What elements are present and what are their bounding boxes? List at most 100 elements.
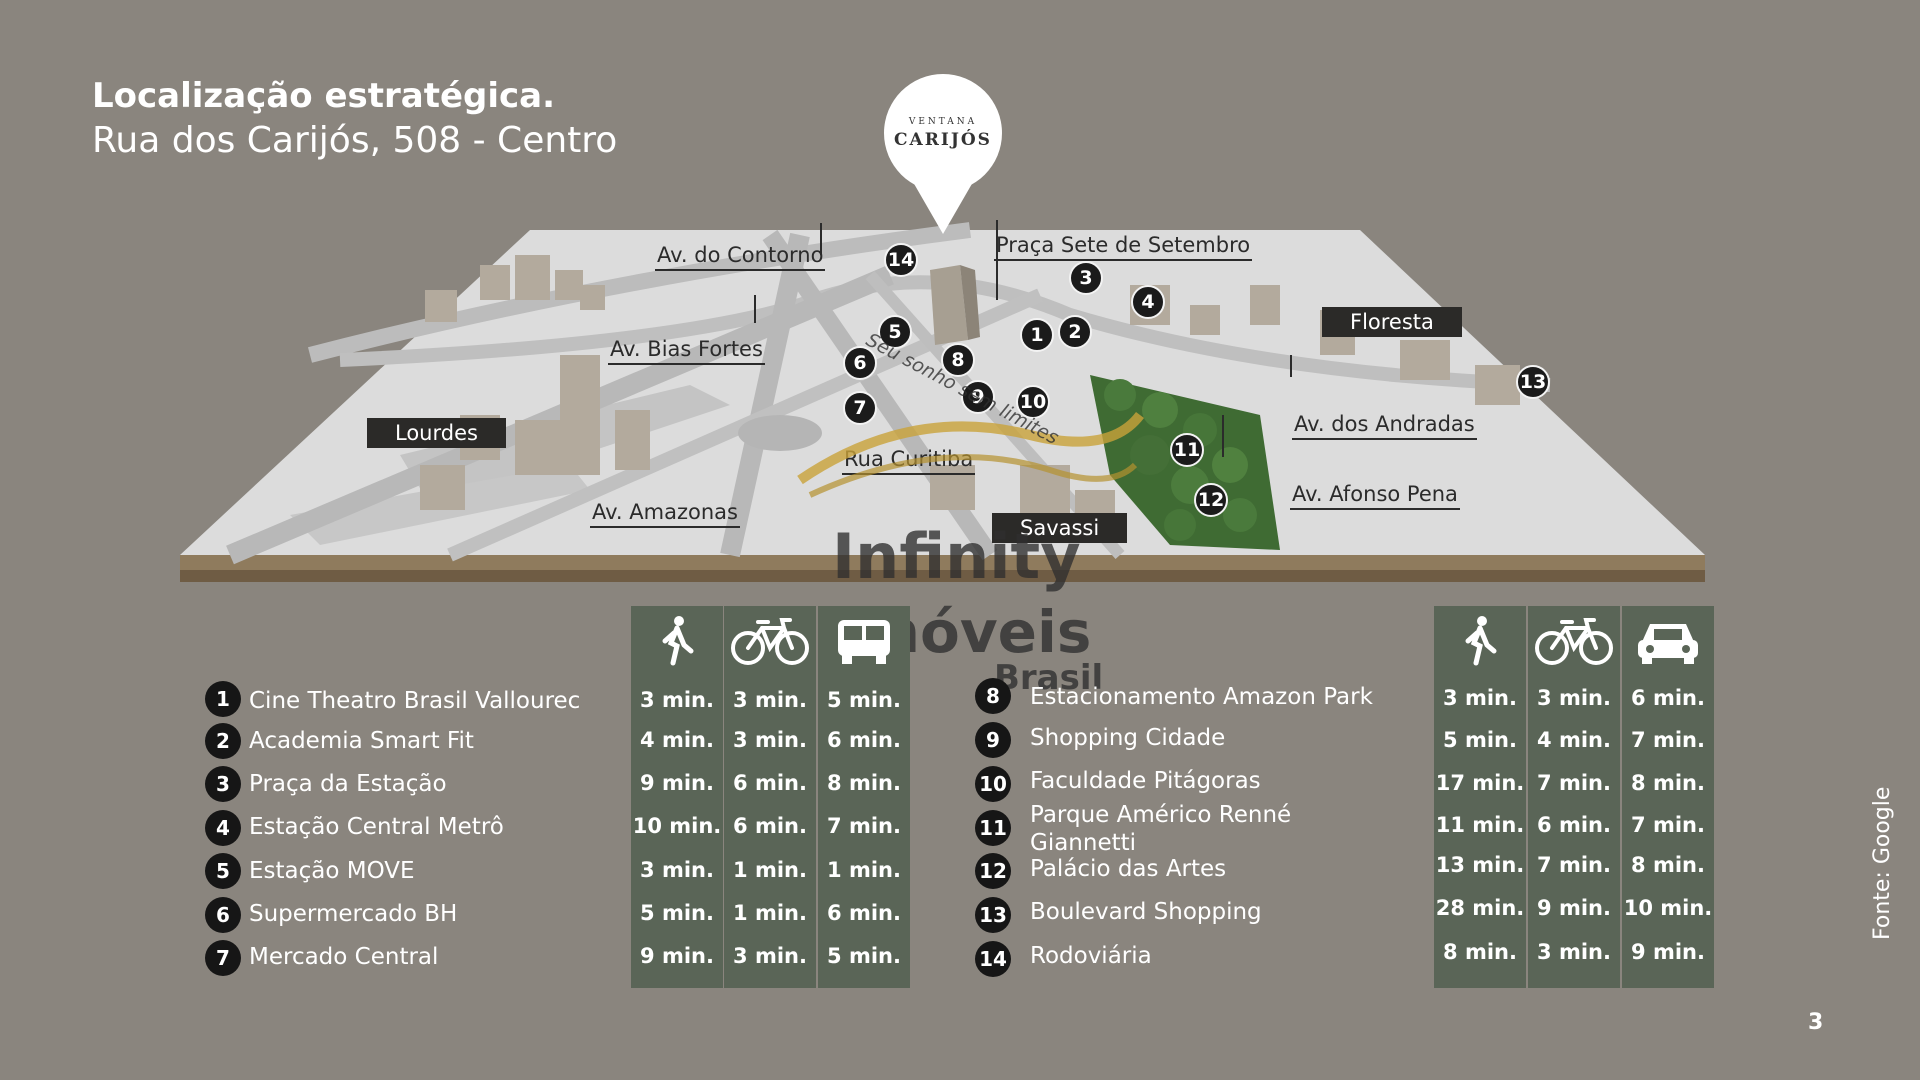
place-number-11: 11 bbox=[975, 810, 1011, 846]
car-time-9: 7 min. bbox=[1631, 728, 1705, 752]
walk-time-6: 5 min. bbox=[640, 901, 714, 925]
map-marker-1[interactable]: 1 bbox=[1020, 318, 1054, 352]
pin-circle: VENTANA CARIJÓS bbox=[884, 74, 1002, 192]
place-name-1: Cine Theatro Brasil Vallourec bbox=[249, 688, 581, 714]
place-number-1: 1 bbox=[205, 681, 241, 717]
bike-time-7: 3 min. bbox=[733, 944, 807, 968]
place-number-8: 8 bbox=[975, 678, 1011, 714]
walk-time-5: 3 min. bbox=[640, 858, 714, 882]
place-number-5: 5 bbox=[205, 853, 241, 889]
road-label-av-contorno: Av. do Contorno bbox=[655, 243, 826, 271]
map-marker-2[interactable]: 2 bbox=[1058, 315, 1092, 349]
walking-person-icon bbox=[1434, 608, 1526, 674]
bike-time-13: 9 min. bbox=[1537, 896, 1611, 920]
bike-time-12: 7 min. bbox=[1537, 853, 1611, 877]
column-bike-left bbox=[724, 606, 816, 988]
leader-line bbox=[1290, 355, 1292, 377]
region-label-savassi: Savassi bbox=[992, 513, 1128, 543]
bike-time-11: 6 min. bbox=[1537, 813, 1611, 837]
column-bike-right bbox=[1528, 606, 1620, 988]
walk-time-7: 9 min. bbox=[640, 944, 714, 968]
walk-time-8: 3 min. bbox=[1443, 686, 1517, 710]
place-name-11: Parque Américo Renné bbox=[1030, 802, 1292, 828]
map-marker-12[interactable]: 12 bbox=[1194, 483, 1228, 517]
place-name-13: Boulevard Shopping bbox=[1030, 899, 1262, 925]
logo-big-text: CARIJÓS bbox=[894, 129, 992, 150]
region-label-floresta: Floresta bbox=[1322, 307, 1462, 337]
page-number: 3 bbox=[1808, 1010, 1824, 1035]
bicycle-icon bbox=[1528, 608, 1620, 674]
map-marker-5[interactable]: 5 bbox=[878, 315, 912, 349]
bus-time-6: 6 min. bbox=[827, 901, 901, 925]
watermark-swoosh bbox=[797, 411, 1144, 498]
column-walk-left bbox=[631, 606, 723, 988]
place-name-2: Academia Smart Fit bbox=[249, 728, 474, 754]
map-marker-7[interactable]: 7 bbox=[843, 391, 877, 425]
map-marker-11[interactable]: 11 bbox=[1170, 433, 1204, 467]
column-bus-left bbox=[818, 606, 910, 988]
page-title: Localização estratégica. bbox=[92, 76, 556, 116]
place-name-3: Praça da Estação bbox=[249, 771, 447, 797]
bus-time-5: 1 min. bbox=[827, 858, 901, 882]
map-marker-9[interactable]: 9 bbox=[961, 380, 995, 414]
walk-time-2: 4 min. bbox=[640, 728, 714, 752]
map-marker-4[interactable]: 4 bbox=[1131, 285, 1165, 319]
bus-time-1: 5 min. bbox=[827, 688, 901, 712]
bike-time-2: 3 min. bbox=[733, 728, 807, 752]
watermark-line3: Brasil bbox=[994, 658, 1104, 698]
place-name-14: Rodoviária bbox=[1030, 943, 1152, 969]
walk-time-13: 28 min. bbox=[1435, 896, 1525, 920]
place-name-9: Shopping Cidade bbox=[1030, 725, 1226, 751]
bike-time-6: 1 min. bbox=[733, 901, 807, 925]
map-marker-14[interactable]: 14 bbox=[884, 243, 918, 277]
place-name-8: Estacionamento Amazon Park bbox=[1030, 684, 1373, 710]
car-time-11: 7 min. bbox=[1631, 813, 1705, 837]
bike-time-1: 3 min. bbox=[733, 688, 807, 712]
column-car-right bbox=[1622, 606, 1714, 988]
walk-time-3: 9 min. bbox=[640, 771, 714, 795]
walk-time-12: 13 min. bbox=[1435, 853, 1525, 877]
place-name-6: Supermercado BH bbox=[249, 901, 458, 927]
place-name-7: Mercado Central bbox=[249, 944, 439, 970]
place-number-2: 2 bbox=[205, 723, 241, 759]
bus-time-7: 5 min. bbox=[827, 944, 901, 968]
road-label-av-andradas: Av. dos Andradas bbox=[1292, 412, 1477, 440]
page-subtitle: Rua dos Carijós, 508 - Centro bbox=[92, 120, 618, 161]
map-marker-8[interactable]: 8 bbox=[941, 343, 975, 377]
bus-icon bbox=[818, 608, 910, 674]
place-name-4: Estação Central Metrô bbox=[249, 814, 504, 840]
place-name-12: Palácio das Artes bbox=[1030, 856, 1227, 882]
map-marker-10[interactable]: 10 bbox=[1016, 385, 1050, 419]
walk-time-4: 10 min. bbox=[632, 814, 722, 838]
walk-time-9: 5 min. bbox=[1443, 728, 1517, 752]
bike-time-8: 3 min. bbox=[1537, 686, 1611, 710]
bus-time-4: 7 min. bbox=[827, 814, 901, 838]
road-label-av-afonso-pena: Av. Afonso Pena bbox=[1290, 482, 1460, 510]
place-number-3: 3 bbox=[205, 766, 241, 802]
place-number-4: 4 bbox=[205, 810, 241, 846]
place-number-6: 6 bbox=[205, 897, 241, 933]
map-marker-6[interactable]: 6 bbox=[843, 346, 877, 380]
place-number-10: 10 bbox=[975, 766, 1011, 802]
leader-line bbox=[1222, 415, 1224, 457]
region-label-lourdes: Lourdes bbox=[367, 418, 506, 448]
walking-person-icon bbox=[631, 608, 723, 674]
bicycle-icon bbox=[724, 608, 816, 674]
bike-time-3: 6 min. bbox=[733, 771, 807, 795]
place-name-10: Faculdade Pitágoras bbox=[1030, 768, 1261, 794]
place-name-5: Estação MOVE bbox=[249, 858, 415, 884]
leader-line bbox=[754, 295, 756, 323]
location-map: Av. do Contorno Av. Bias Fortes Praça Se… bbox=[170, 215, 1720, 585]
car-time-10: 8 min. bbox=[1631, 771, 1705, 795]
bike-time-4: 6 min. bbox=[733, 814, 807, 838]
car-time-14: 9 min. bbox=[1631, 940, 1705, 964]
walk-time-14: 8 min. bbox=[1443, 940, 1517, 964]
bus-time-3: 8 min. bbox=[827, 771, 901, 795]
map-marker-13[interactable]: 13 bbox=[1516, 365, 1550, 399]
ventana-carijos-logo-pin: VENTANA CARIJÓS bbox=[884, 74, 1004, 252]
map-marker-3[interactable]: 3 bbox=[1069, 261, 1103, 295]
road-label-av-bias-fortes: Av. Bias Fortes bbox=[608, 337, 765, 365]
road-label-praca-sete: Praça Sete de Setembro bbox=[994, 233, 1253, 261]
logo-small-text: VENTANA bbox=[908, 116, 978, 127]
place-number-13: 13 bbox=[975, 897, 1011, 933]
